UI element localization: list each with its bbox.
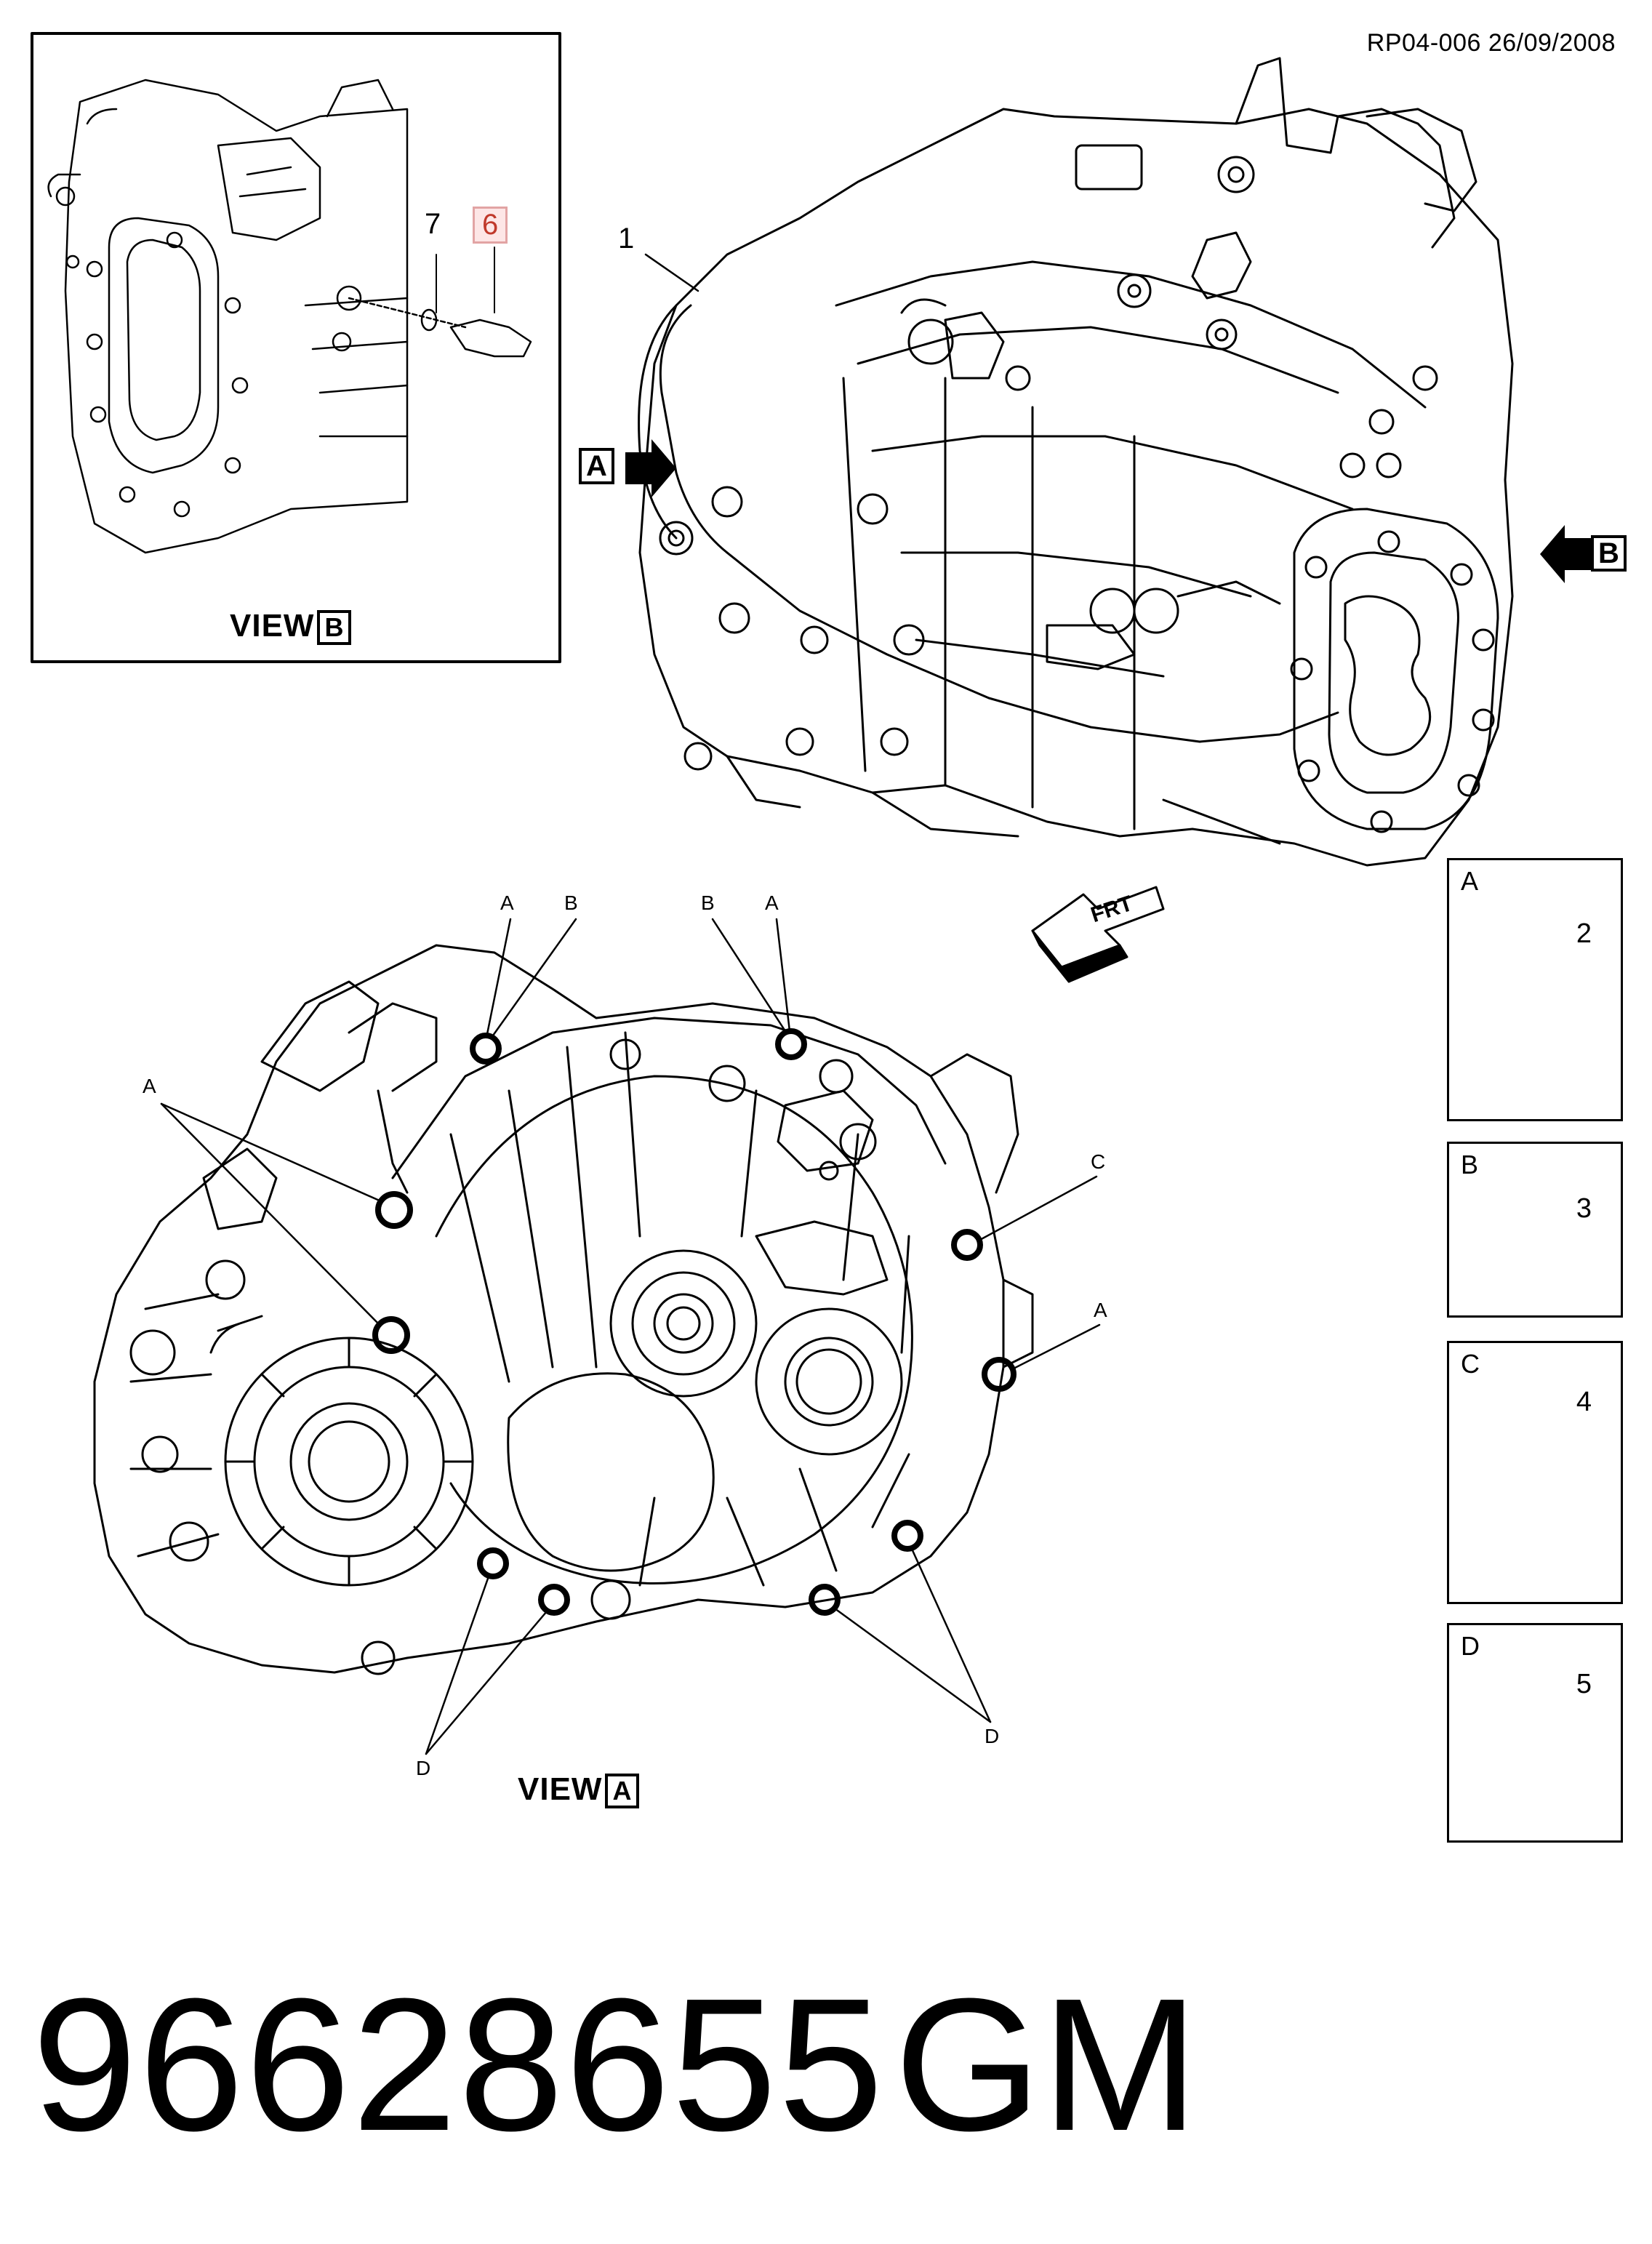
gearbox-assembly	[638, 57, 1514, 867]
fastener-panel-c: C 4	[1447, 1341, 1623, 1604]
view-a-bellhousing	[93, 944, 1034, 1675]
frt-arrow	[1031, 886, 1165, 983]
view-a-callout: D	[985, 1725, 1000, 1747]
panel-number: 3	[1576, 1193, 1592, 1224]
view-a-box: A	[605, 1774, 640, 1809]
view-a-callout: C	[1091, 1150, 1106, 1173]
end-cover	[1293, 508, 1499, 830]
panel-letter: D	[1461, 1631, 1480, 1661]
arrow-a	[625, 439, 676, 497]
leader-1	[644, 253, 699, 292]
view-a-callout: D	[416, 1757, 431, 1779]
arrow-b-tag: B	[1591, 535, 1627, 572]
panel-number: 5	[1576, 1669, 1592, 1699]
view-a-callout: A	[500, 891, 514, 914]
view-a-title: VIEW	[518, 1771, 603, 1807]
callout-1: 1	[618, 223, 635, 255]
drawing-reference: RP04-006 26/09/2008	[1366, 29, 1616, 57]
view-a-callout: A	[143, 1075, 156, 1097]
view-a-callout: A	[1094, 1299, 1107, 1321]
part-number: 96628655	[32, 1960, 885, 2171]
view-a-leaders	[160, 918, 1101, 1755]
panel-letter: C	[1461, 1349, 1480, 1379]
callout-7: 7	[425, 208, 441, 240]
panel-letter: A	[1461, 866, 1479, 896]
arrow-b	[1540, 525, 1591, 583]
view-b-title: VIEW	[230, 608, 315, 644]
view-b-box: B	[317, 610, 352, 646]
fastener-panel-b: B 3	[1447, 1142, 1623, 1318]
view-a-bolt-rings	[372, 1028, 1017, 1616]
fastener-panel-d: D 5	[1447, 1623, 1623, 1843]
fastener-panel-a: A 2	[1447, 858, 1623, 1121]
panel-number: 4	[1576, 1387, 1592, 1417]
view-a-callout: A	[765, 891, 779, 914]
view-a-callout: B	[701, 891, 715, 914]
panel-letter: B	[1461, 1150, 1479, 1179]
view-b-housing	[47, 79, 532, 554]
panel-number: 2	[1576, 918, 1592, 949]
view-a-callout: B	[564, 891, 578, 914]
brand-name: GM	[894, 1960, 1199, 2171]
callout-6-highlighted: 6	[473, 207, 508, 244]
arrow-a-tag: A	[579, 448, 614, 484]
view-b-frame	[31, 32, 561, 663]
